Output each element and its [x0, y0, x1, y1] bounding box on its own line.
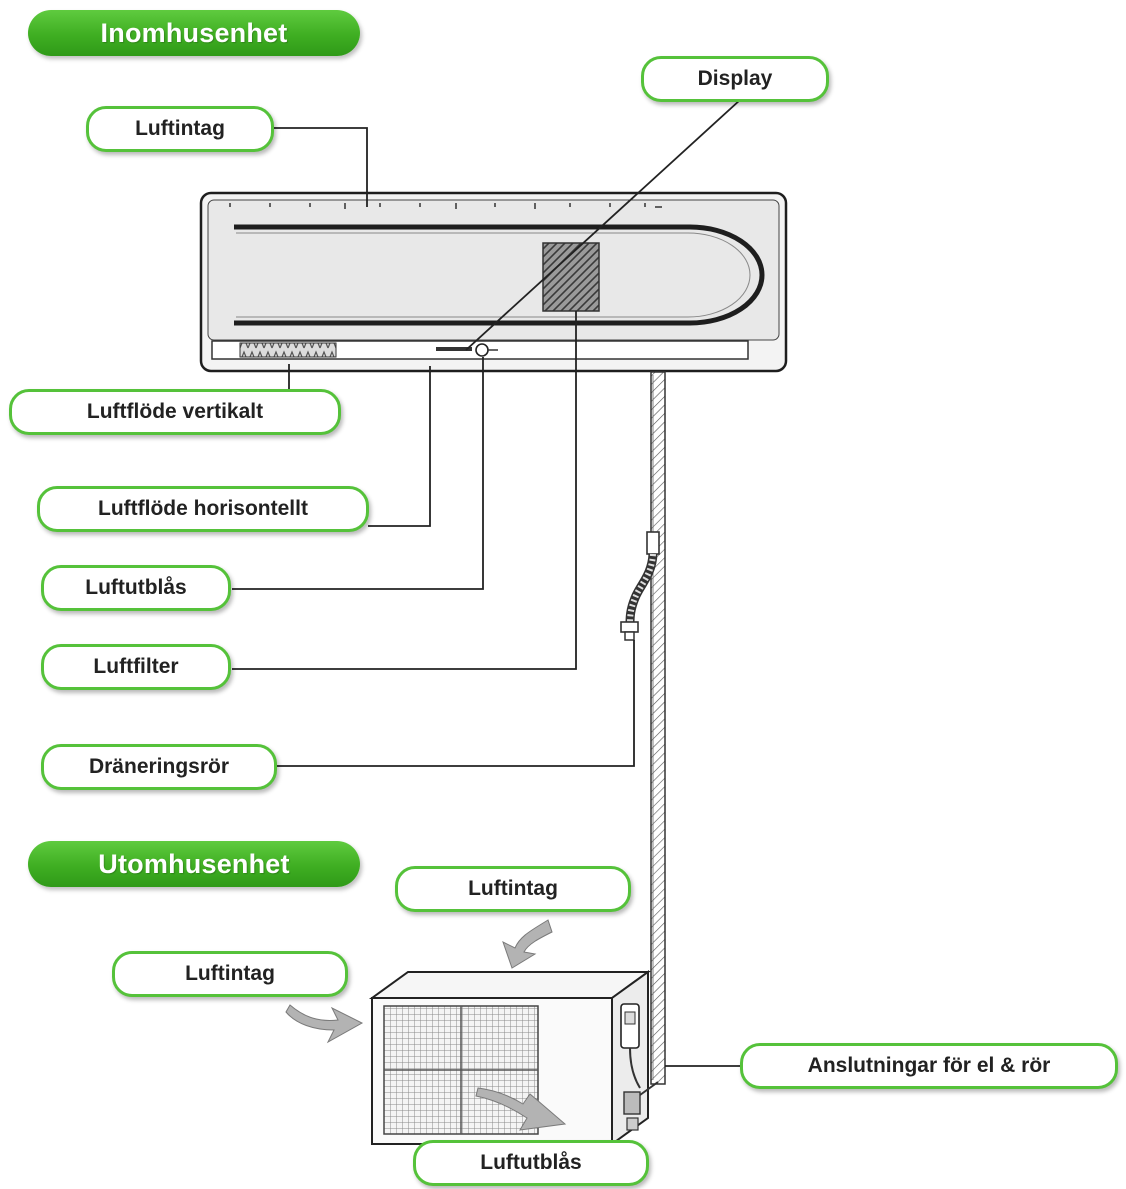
air-filter-graphic [542, 242, 600, 312]
label-drain-pipe: Dräneringsrör [41, 744, 277, 790]
label-indoor-air-outlet: Luftutblås [41, 565, 231, 611]
label-outdoor-air-outlet: Luftutblås [413, 1140, 649, 1186]
arrow-intake-left [285, 1004, 364, 1044]
outdoor-unit-header: Utomhusenhet [28, 841, 360, 887]
arrow-intake-top [502, 919, 553, 969]
service-valves [623, 1091, 641, 1115]
label-airflow-horizontal: Luftflöde horisontellt [37, 486, 369, 532]
drain-hose [620, 531, 660, 641]
label-outdoor-air-intake-top: Luftintag [395, 866, 631, 912]
indoor-leader-lines [232, 99, 741, 767]
electrical-box [620, 1003, 640, 1049]
indoor-unit [199, 191, 788, 373]
connection-pipe [650, 371, 666, 1085]
outdoor-unit-title: Utomhusenhet [98, 848, 290, 879]
label-airflow-vertical: Luftflöde vertikalt [9, 389, 341, 435]
display-indicator [475, 343, 489, 357]
label-air-filter: Luftfilter [41, 644, 231, 690]
airflow-arrows [285, 919, 567, 1131]
label-display: Display [641, 56, 829, 102]
arrow-outlet [475, 1087, 567, 1131]
vertical-louver-graphic [239, 342, 337, 358]
indoor-unit-header: Inomhusenhet [28, 10, 360, 56]
label-outdoor-air-intake-left: Luftintag [112, 951, 348, 997]
outdoor-unit [368, 970, 659, 1146]
top-vent-ticks [229, 203, 662, 209]
label-connections: Anslutningar för el & rör [740, 1043, 1118, 1089]
label-indoor-air-intake: Luftintag [86, 106, 274, 152]
indoor-unit-title: Inomhusenhet [100, 17, 288, 48]
